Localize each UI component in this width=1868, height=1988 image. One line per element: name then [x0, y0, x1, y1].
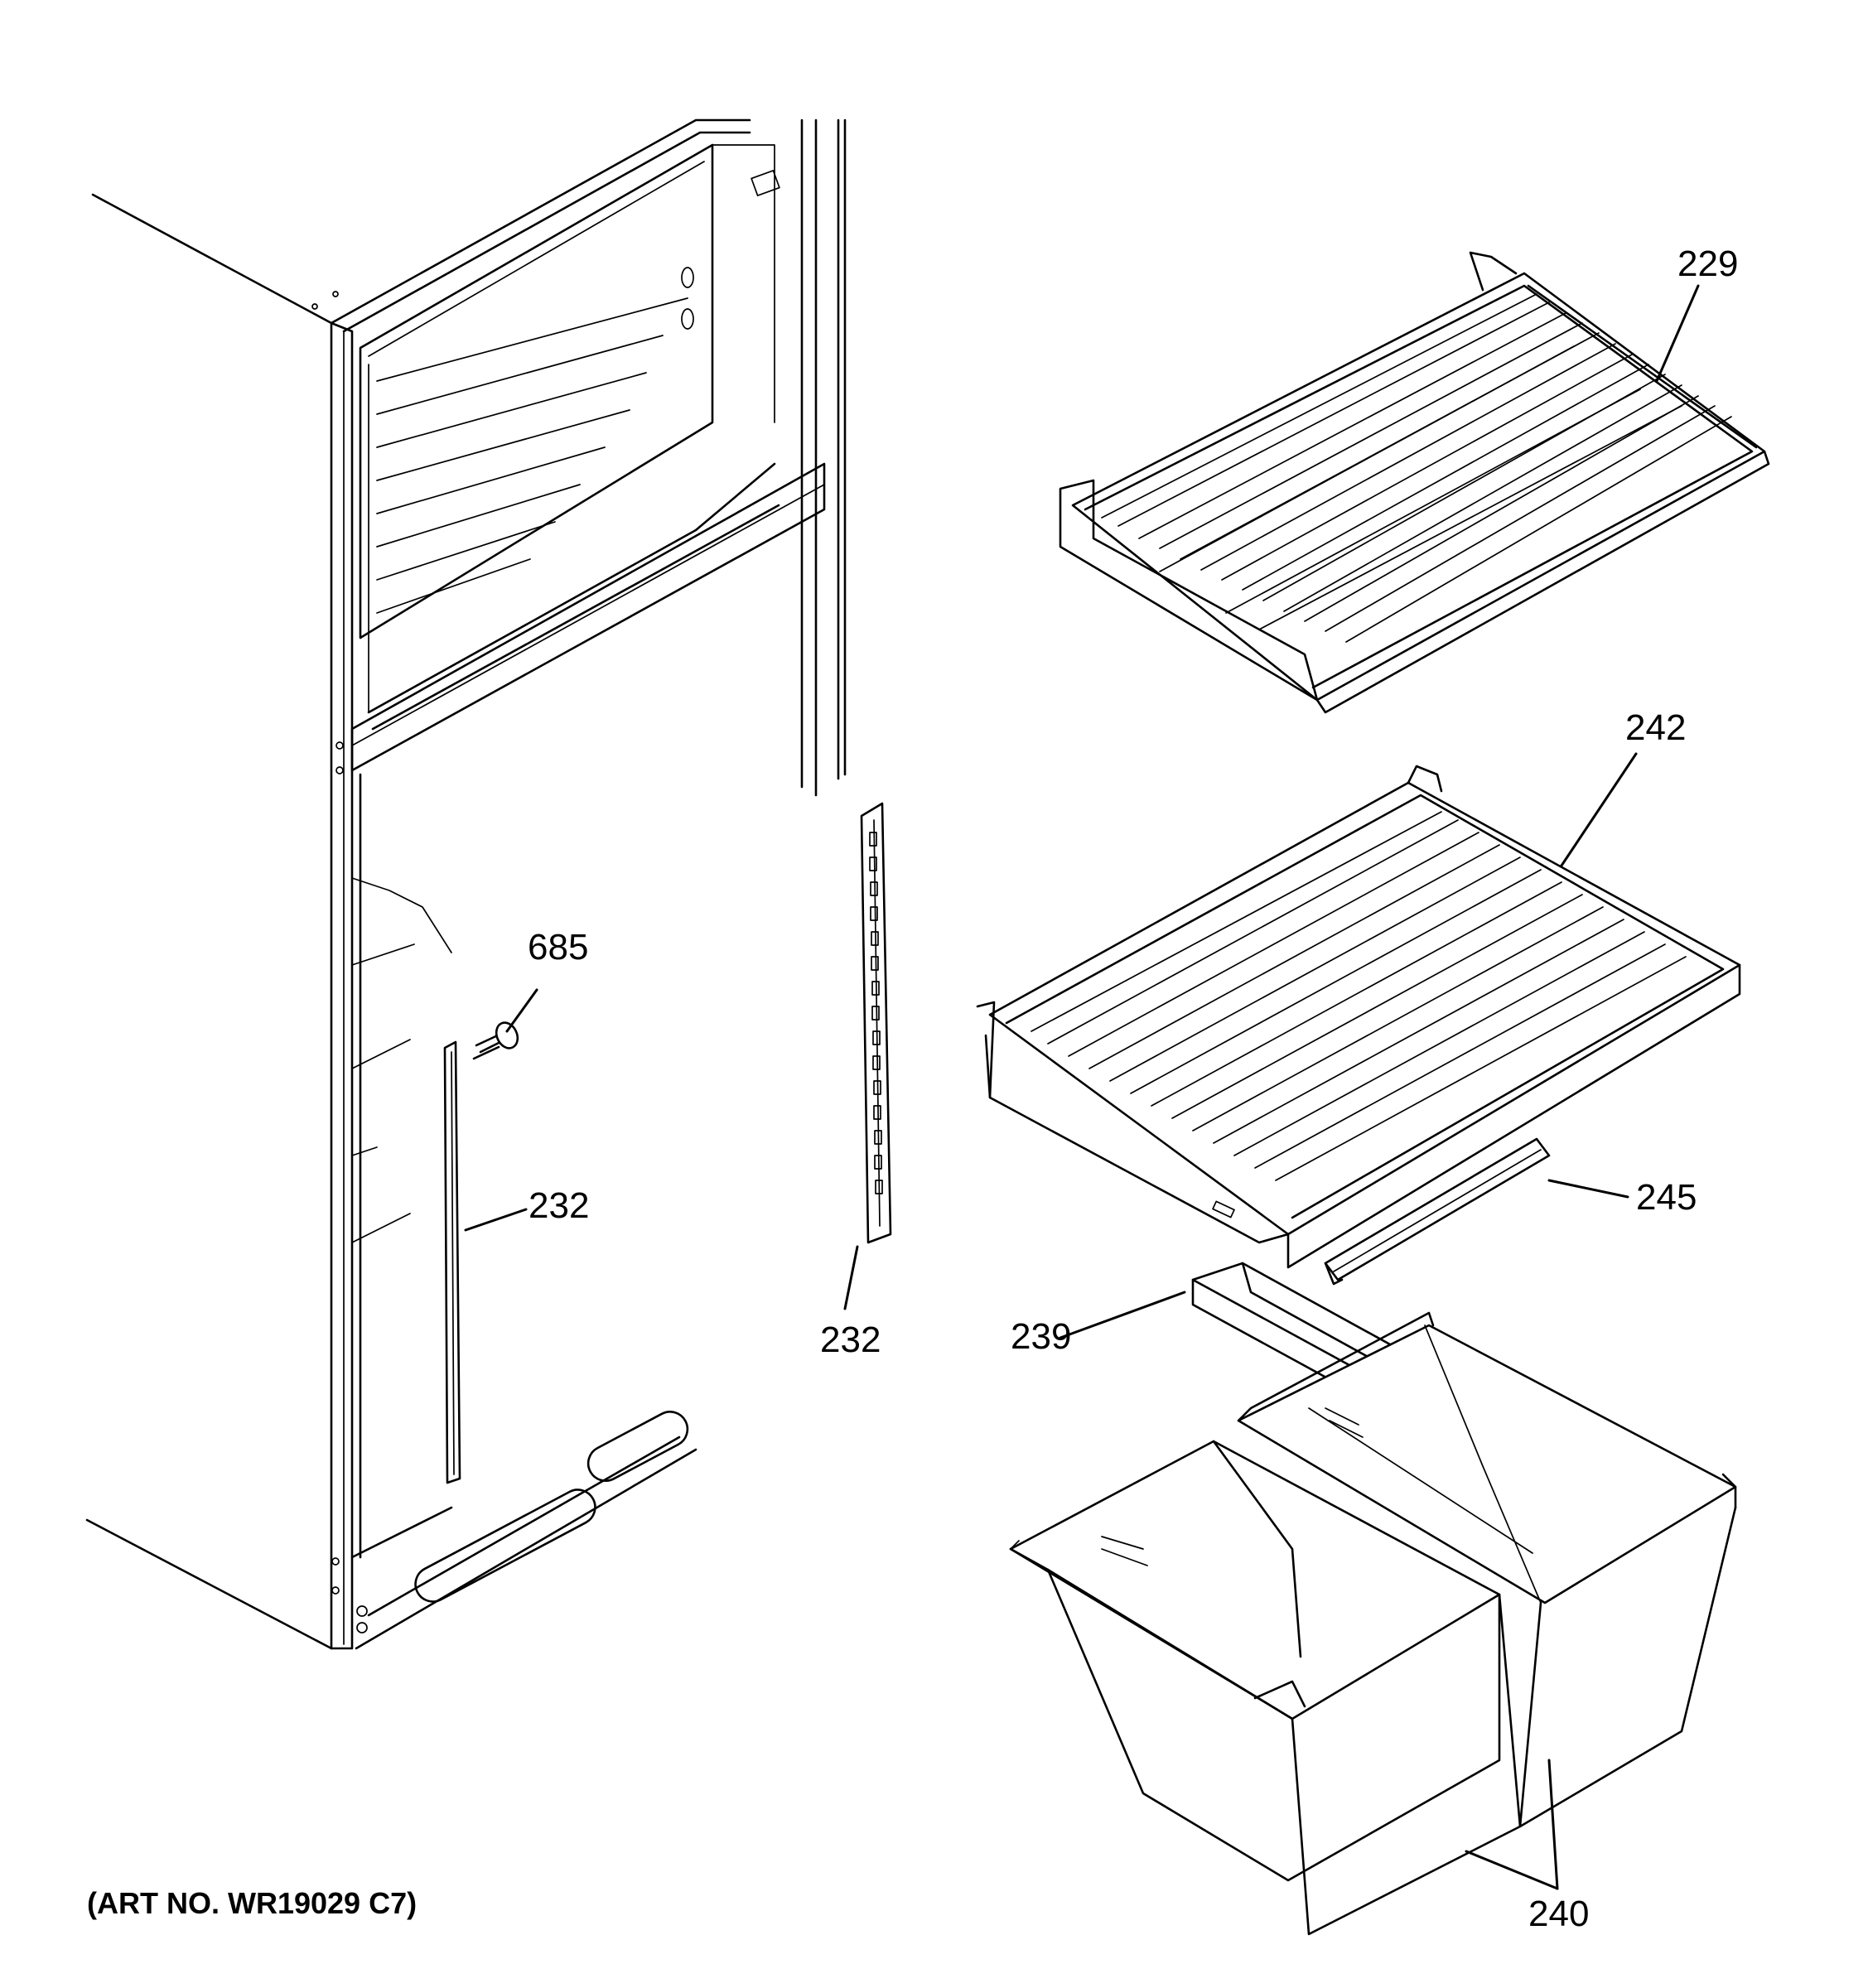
crisper-drawers-240	[1009, 1311, 1737, 1936]
leader-685	[505, 988, 538, 1033]
leader-229	[1655, 284, 1700, 383]
callout-232-right: 232	[820, 1320, 881, 1360]
crisper-cover-242	[976, 765, 1741, 1269]
callout-labels: 229 242 245 239 240 685 232 232	[528, 244, 1738, 1934]
leader-232-right	[843, 1245, 859, 1310]
leader-232-left	[464, 1208, 528, 1232]
freezer-ribs	[376, 297, 688, 614]
callout-245: 245	[1636, 1177, 1697, 1218]
leader-239	[1059, 1291, 1186, 1339]
art-number-caption: (ART NO. WR19029 C7)	[87, 1886, 417, 1920]
callout-242: 242	[1625, 707, 1686, 748]
refrigerator-cabinet	[85, 118, 847, 1650]
cover-insert-245	[1324, 1137, 1551, 1286]
shelf-standard-right	[860, 802, 892, 1244]
leader-245	[1547, 1179, 1629, 1199]
shelf-wires	[1101, 293, 1732, 643]
cover-ribs	[1031, 811, 1687, 1181]
leader-lines	[464, 284, 1700, 1890]
screw-685	[472, 1021, 519, 1060]
wire-shelf-229	[1059, 251, 1770, 714]
callout-229: 229	[1677, 244, 1738, 284]
callout-232-left: 232	[529, 1185, 589, 1226]
leader-240-a	[1465, 1850, 1559, 1890]
callout-239: 239	[1011, 1316, 1071, 1357]
callout-685: 685	[528, 927, 588, 967]
leader-240-b	[1547, 1759, 1559, 1890]
callout-240: 240	[1528, 1894, 1589, 1934]
leader-242	[1560, 752, 1638, 867]
shelf-standard-left	[443, 1040, 461, 1484]
